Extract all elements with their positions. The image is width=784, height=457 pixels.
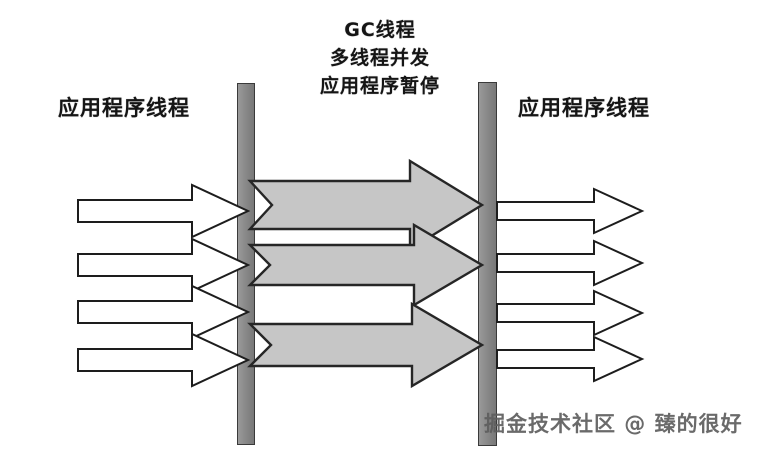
gc-thread-3-arrow	[247, 301, 485, 389]
multithread-concurrent-label: 多线程并发	[329, 47, 430, 69]
app-thread-1-arrow	[77, 183, 251, 239]
app-thread-2-arrow	[77, 237, 251, 293]
safepoint-bar-start	[237, 83, 255, 445]
app-thread-3-arrow	[77, 284, 251, 340]
application-paused-label: 应用程序暂停	[319, 75, 440, 97]
gc-thread-label: GC线程	[344, 19, 416, 41]
gc-phase-caption: GC线程 多线程并发 应用程序暂停	[272, 16, 488, 100]
app-thread-4-arrow	[77, 332, 251, 388]
gc-thread-2-arrow	[247, 222, 485, 308]
watermark-text: 掘金技术社区 @ 臻的很好	[484, 412, 743, 436]
app-thread-7-arrow	[496, 289, 645, 337]
left-application-thread-label: 应用程序线程	[58, 96, 190, 120]
app-thread-8-arrow	[496, 335, 645, 383]
right-application-thread-label: 应用程序线程	[518, 96, 650, 120]
gc-thread-1-arrow	[247, 158, 485, 252]
app-thread-5-arrow	[496, 187, 645, 235]
app-thread-6-arrow	[496, 239, 645, 287]
safepoint-bar-end	[478, 82, 497, 446]
